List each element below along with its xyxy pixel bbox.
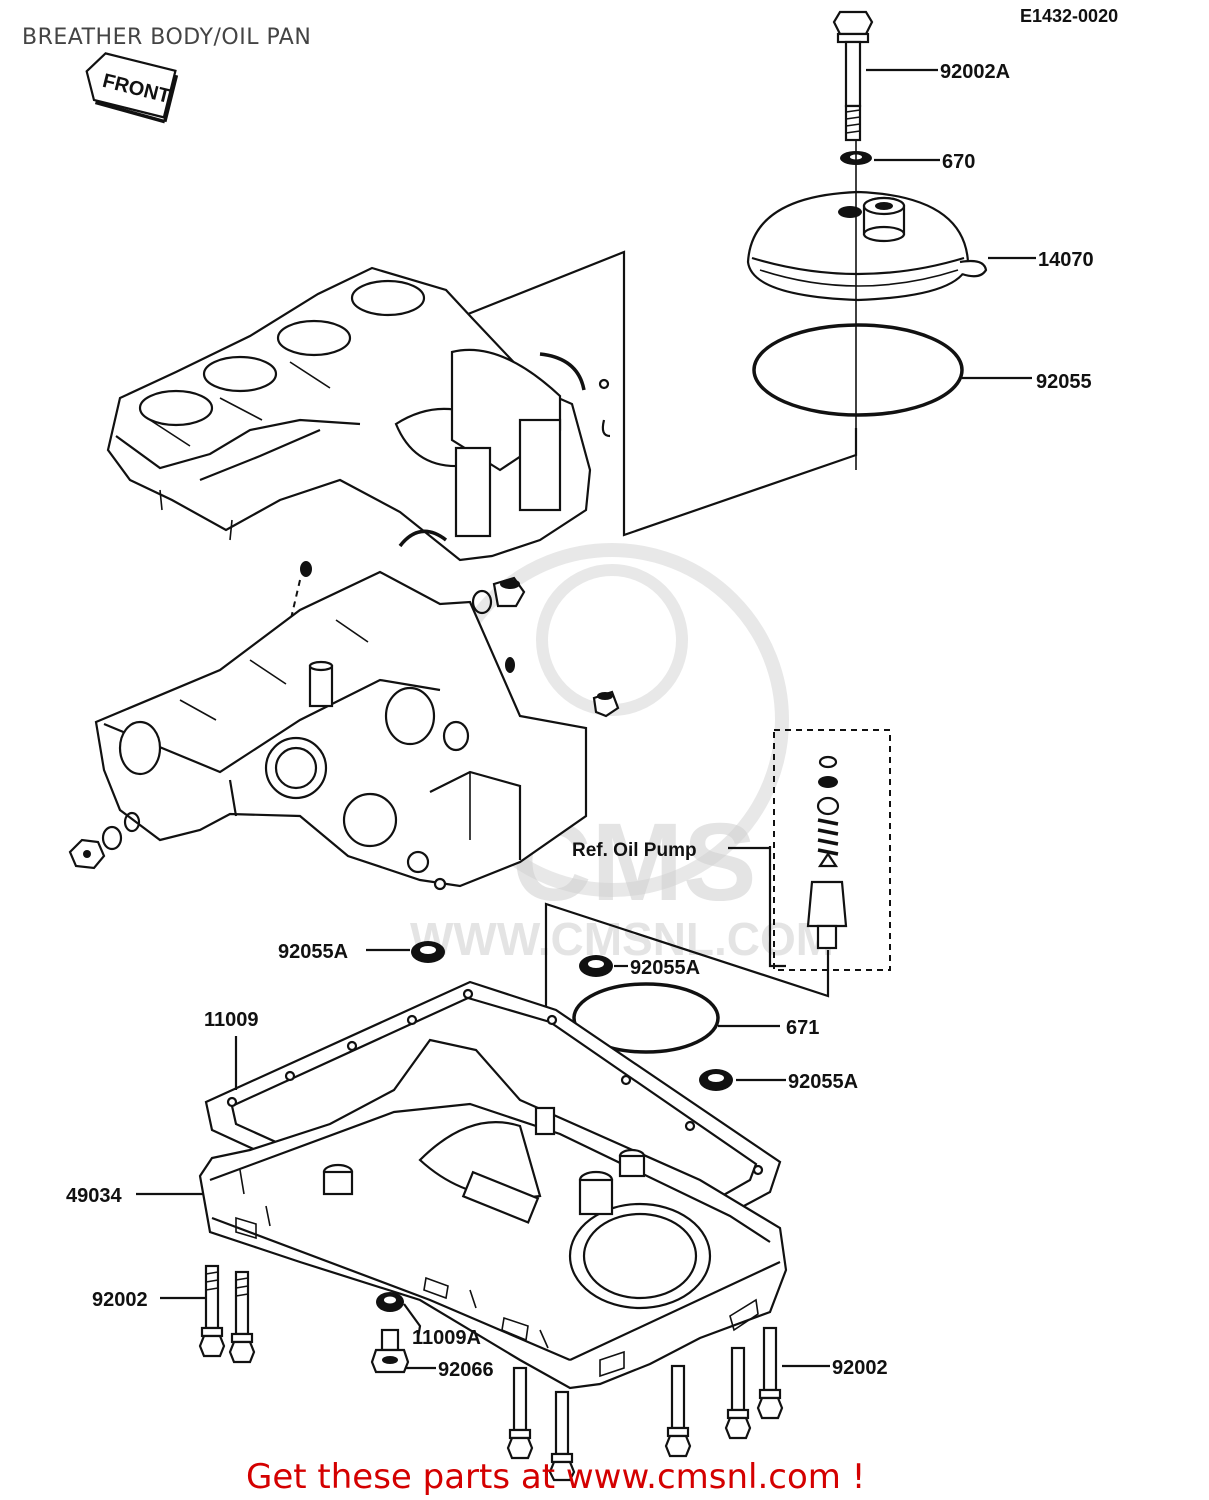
front-arrow-icon: FRONT <box>85 52 179 124</box>
callout-49034: 49034 <box>66 1185 122 1207</box>
callout-671: 671 <box>786 1017 819 1039</box>
lower-crankcase <box>94 570 588 891</box>
diagram-title: BREATHER BODY/OIL PAN <box>22 25 311 50</box>
callout-92002-left: 92002 <box>92 1289 148 1311</box>
seal-92055A-mid <box>579 955 613 977</box>
diagram-code: E1432-0020 <box>1020 6 1118 26</box>
o-ring-92055 <box>752 323 964 417</box>
breather-plug <box>492 576 526 608</box>
callout-92055A-right: 92055A <box>788 1071 858 1093</box>
footer-link-text[interactable]: Get these parts at www.cmsnl.com ! <box>246 1457 865 1497</box>
callout-11009A: 11009A <box>412 1327 481 1349</box>
callout-11009: 11009 <box>204 1009 259 1031</box>
small-pin <box>505 657 515 673</box>
o-ring-671 <box>572 982 720 1054</box>
callout-92055A-left: 92055A <box>278 941 348 963</box>
oil-pan-49034 <box>198 1038 788 1390</box>
callout-670: 670 <box>942 151 975 173</box>
bolts-92002-left <box>198 1264 256 1364</box>
callout-92055: 92055 <box>1036 371 1092 393</box>
small-fitting <box>592 690 620 718</box>
ref-oil-pump-label: Ref. Oil Pump <box>572 840 697 861</box>
small-o-ring <box>471 589 493 615</box>
upper-crankcase <box>106 266 611 562</box>
callout-92066: 92066 <box>438 1359 494 1381</box>
washer-11009A <box>376 1292 404 1312</box>
dowel-pin <box>300 561 312 577</box>
callout-92055A-mid: 92055A <box>630 957 700 979</box>
seal-92055A-right <box>699 1069 733 1091</box>
bolts-92002-bottom <box>506 1326 784 1482</box>
bolt-92002A <box>832 10 874 142</box>
drain-plug-92066 <box>370 1328 410 1374</box>
side-plug <box>68 811 141 870</box>
seal-92055A-left <box>411 941 445 963</box>
watermark-url: WWW.CMSNL.COM <box>410 913 834 965</box>
oil-pump-reference-box <box>773 729 891 971</box>
breather-cover-14070 <box>746 190 988 302</box>
callout-14070: 14070 <box>1038 249 1094 271</box>
callout-92002A: 92002A <box>940 61 1010 83</box>
callout-92002-right: 92002 <box>832 1357 888 1379</box>
